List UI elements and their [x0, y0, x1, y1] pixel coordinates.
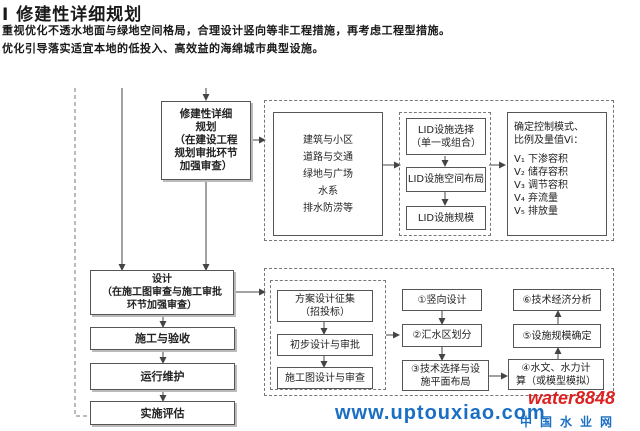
- scheme-design-box: 方案设计征集 （招投标）: [277, 290, 373, 322]
- preliminary-design-box: 初步设计与审批: [277, 334, 373, 356]
- control-volume-box: 确定控制模式、 比例及量值Vi： V₁ 下渗容积 V₂ 储存容积 V₃ 调节容积…: [507, 112, 607, 236]
- land-type-item: 排水防涝等: [303, 202, 353, 214]
- control-item: V₂ 储存容积: [514, 167, 569, 178]
- step-3-box: ③技术选择与设 施平面布局: [402, 360, 489, 391]
- design-process-group: [264, 268, 614, 396]
- step-2-box: ②汇水区划分: [402, 324, 482, 347]
- step-4-box: ④水文、水力计 算（或模型模拟）: [508, 359, 604, 390]
- land-type-item: 道路与交通: [303, 151, 353, 163]
- lid-planning-group: [264, 100, 614, 241]
- land-type-item: 建筑与小区: [303, 134, 353, 146]
- land-types-box: 建筑与小区 道路与交通 绿地与广场 水系 排水防涝等: [273, 112, 383, 236]
- step-5-box: ⑤设施规模确定: [513, 324, 601, 348]
- control-item: V₃ 调节容积: [514, 180, 569, 191]
- control-item: V₁ 下渗容积: [514, 154, 569, 165]
- brand-watermark: water8848: [528, 388, 616, 408]
- design-stages-group: [270, 280, 386, 390]
- subtitle-line-2: 优化引导落实适宜本地的低投入、高效益的海绵城市典型设施。: [2, 42, 324, 55]
- subtitle-line-1: 重视优化不透水地面与绿地空间格局，合理设计竖向等非工程措施，再考虑工程型措施。: [2, 24, 451, 37]
- control-title: 确定控制模式、 比例及量值Vi：: [514, 122, 584, 146]
- detail-plan-box: 修建性详细 规划 （在建设工程 规划审批环节 加强审查）: [161, 101, 251, 180]
- step-1-box: ①竖向设计: [402, 289, 482, 311]
- step-6-box: ⑥技术经济分析: [513, 289, 601, 311]
- brand-cn-watermark: 中国水业网: [520, 415, 621, 429]
- control-item: V₄ 弃流量: [514, 193, 559, 204]
- site-watermark: www.uptouxiao.com: [335, 402, 546, 424]
- evaluation-box: 实施评估: [90, 401, 235, 425]
- design-box: 设计 （在施工图审查与施工审批 环节加强审查）: [90, 270, 234, 315]
- lid-scale-box: LID设施规模: [406, 206, 486, 230]
- control-item: V₅ 排放量: [514, 206, 559, 217]
- operation-box: 运行维护: [90, 363, 235, 390]
- construction-drawing-box: 施工图设计与审查: [277, 367, 373, 389]
- page-title: I 修建性详细规划: [2, 5, 143, 25]
- land-type-item: 绿地与广场: [303, 168, 353, 180]
- lid-facility-group: [399, 112, 491, 236]
- lid-layout-box: LID设施空间布局: [406, 167, 486, 192]
- land-type-item: 水系: [318, 185, 338, 197]
- lid-select-box: LID设施选择 （单一或组合）: [406, 118, 486, 155]
- construction-box: 施工与验收: [90, 327, 235, 350]
